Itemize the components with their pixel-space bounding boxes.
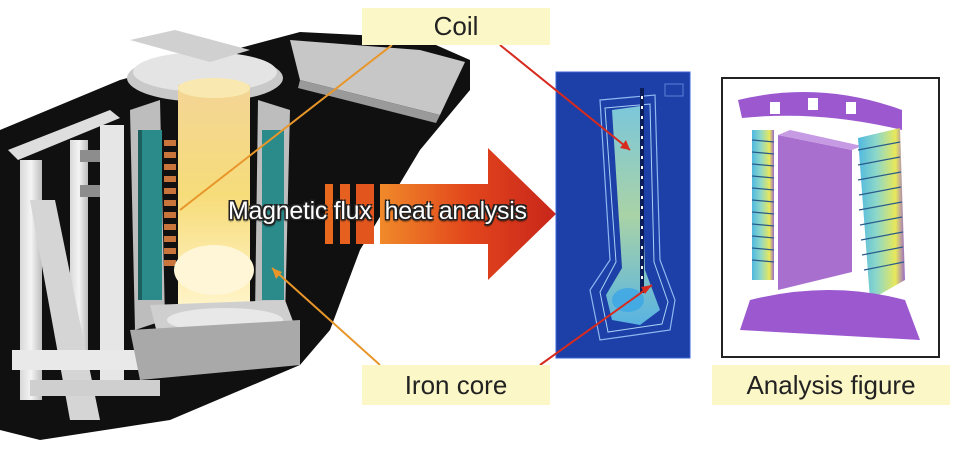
process-title: Magnetic flux heat analysis (228, 197, 527, 225)
furnace-illustration (0, 30, 470, 440)
simulation-image (555, 71, 691, 359)
iron-core-label: Iron core (362, 365, 550, 405)
iron-pointer-red (539, 284, 653, 366)
coil-pointer-orange (179, 44, 393, 211)
process-arrow (325, 148, 556, 280)
analysis-figure-label: Analysis figure (712, 365, 950, 405)
coil-label: Coil (362, 8, 550, 45)
analysis-figure-image (721, 77, 940, 358)
iron-pointer-orange (271, 267, 381, 366)
pointer-lines (179, 44, 653, 366)
coil-pointer-red (499, 44, 631, 151)
